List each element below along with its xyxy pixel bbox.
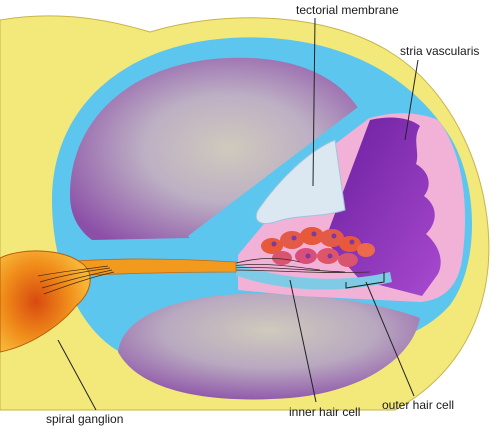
basilar-membrane: [232, 262, 392, 290]
spiral-ganglion: [0, 250, 91, 353]
leader-stria: [404, 59, 419, 141]
tectorial-membrane: [255, 139, 346, 224]
scala-tympani: [118, 293, 420, 400]
ganglion-fibers: [37, 265, 115, 295]
leader-outer: [365, 281, 415, 397]
label-stria-vascularis: stria vascularis: [400, 44, 480, 58]
label-tectorial-membrane: tectorial membrane: [296, 3, 399, 17]
leader-tectorial: [312, 17, 316, 187]
leader-inner: [289, 279, 317, 403]
label-outer-hair-cell: outer hair cell: [382, 398, 455, 412]
outer-hair-cell-bracket: [345, 272, 385, 289]
reissner-membrane: [188, 104, 372, 248]
leader-lines: [57, 17, 419, 411]
nerve-fibers-organ: [231, 257, 371, 273]
hair-cells: [261, 227, 375, 267]
leader-spiral: [57, 339, 97, 411]
label-inner-hair-cell: inner hair cell: [289, 405, 361, 419]
scala-vestibuli: [70, 57, 358, 240]
label-spiral-ganglion: spiral ganglion: [46, 412, 124, 426]
